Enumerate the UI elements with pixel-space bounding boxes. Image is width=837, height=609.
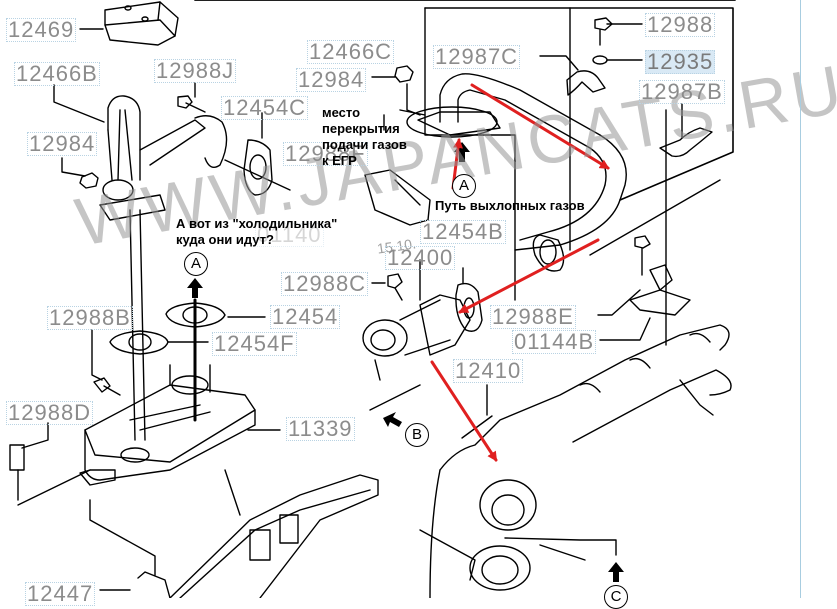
part-label-12988C[interactable]: 12988C xyxy=(281,271,369,296)
part-label-01140[interactable]: 01140 xyxy=(255,222,324,247)
bracket-12447 xyxy=(79,469,379,598)
red-arrow-pipe xyxy=(470,83,610,170)
frame-right-box xyxy=(424,7,734,201)
annotation-line: подачи газов xyxy=(322,137,407,152)
part-label-12469[interactable]: 12469 xyxy=(6,17,77,42)
arrow-up-a-left xyxy=(187,278,203,298)
arrow-up-c xyxy=(608,562,624,582)
part-label-11339[interactable]: 11339 xyxy=(286,416,355,441)
part-label-12988B[interactable]: 12988B xyxy=(47,305,133,330)
part-label-12935[interactable]: 12935 xyxy=(645,49,716,74)
exhaust-pipe-lower xyxy=(514,179,721,272)
heat-shield-12469 xyxy=(79,1,179,46)
part-label-12987C[interactable]: 12987C xyxy=(433,44,521,69)
part-label-01144B[interactable]: 01144B xyxy=(512,329,597,354)
part-label-12454[interactable]: 12454 xyxy=(270,304,341,329)
red-arrow-intake xyxy=(430,360,498,462)
intake-manifold xyxy=(429,324,732,598)
view-marker-c: C xyxy=(604,585,628,609)
part-label-12988D[interactable]: 12988D xyxy=(6,400,94,425)
annotation-exhaust-path: Путь выхлопных газов xyxy=(435,198,585,213)
part-label-12454F[interactable]: 12454F xyxy=(212,331,297,356)
part-label-12988F[interactable]: 12988F xyxy=(283,141,368,166)
egr-cooler-11339 xyxy=(84,364,281,481)
part-label-12466B[interactable]: 12466B xyxy=(14,61,100,86)
clamp-12987B xyxy=(659,103,713,158)
part-label-12454B[interactable]: 12454B xyxy=(420,219,506,244)
pipe-12987C xyxy=(399,73,627,201)
annotation-line: место xyxy=(322,105,361,120)
part-label-12984-mid[interactable]: 12984 xyxy=(296,67,367,92)
part-label-12988J[interactable]: 12988J xyxy=(154,58,237,83)
part-label-12400[interactable]: 12400 xyxy=(385,245,456,270)
part-label-12466C[interactable]: 12466C xyxy=(307,39,395,64)
egr-valve-12400 xyxy=(362,259,471,381)
bolt-12988E xyxy=(597,235,651,316)
egr-pipe-12466B xyxy=(53,84,228,221)
arrow-b xyxy=(383,412,402,427)
bolt-12988D xyxy=(9,422,91,506)
part-label-12988E[interactable]: 12988E xyxy=(490,304,576,329)
bolt-12988J xyxy=(177,82,206,113)
annotation-line: к ЕГР xyxy=(322,153,357,168)
bracket-01144B xyxy=(599,264,691,341)
nut-12984-left xyxy=(61,157,99,189)
view-marker-a-top: A xyxy=(452,174,476,198)
gasket-12454C xyxy=(224,112,291,196)
red-arrow-valve xyxy=(458,238,600,314)
bolt-12988 xyxy=(594,17,643,46)
annotation-cooler-question: А вот из "холодильника" куда они идут? xyxy=(176,216,337,248)
annotation-line: куда они идут? xyxy=(176,232,275,247)
gasket-12454 xyxy=(165,302,266,328)
washer-12935 xyxy=(592,55,643,65)
gasket-12454F xyxy=(109,330,209,355)
gasket-12410 xyxy=(461,384,493,439)
bolt-12988C xyxy=(371,273,403,301)
clamp-12987C xyxy=(539,55,606,96)
turbocharger xyxy=(419,479,617,591)
part-label-12988[interactable]: 12988 xyxy=(645,12,716,37)
frame-left-box xyxy=(424,7,516,301)
view-marker-b: B xyxy=(405,423,429,447)
part-label-12987B[interactable]: 12987B xyxy=(639,79,725,104)
part-label-12447[interactable]: 12447 xyxy=(25,581,96,606)
annotation-line: перекрытия xyxy=(322,121,400,136)
bolt-12988B xyxy=(91,329,121,396)
part-label-12454C[interactable]: 12454C xyxy=(221,95,309,120)
part-label-12410[interactable]: 12410 xyxy=(453,358,524,383)
view-marker-a-left: A xyxy=(184,252,208,276)
bracket-near-egr-valve xyxy=(364,169,431,226)
part-label-12984-left[interactable]: 12984 xyxy=(27,131,98,156)
page-edge-divider xyxy=(800,0,801,598)
annotation-line: А вот из "холодильника" xyxy=(176,216,338,231)
annotation-overlap-place: место перекрытия подачи газов к ЕГР xyxy=(322,105,407,169)
